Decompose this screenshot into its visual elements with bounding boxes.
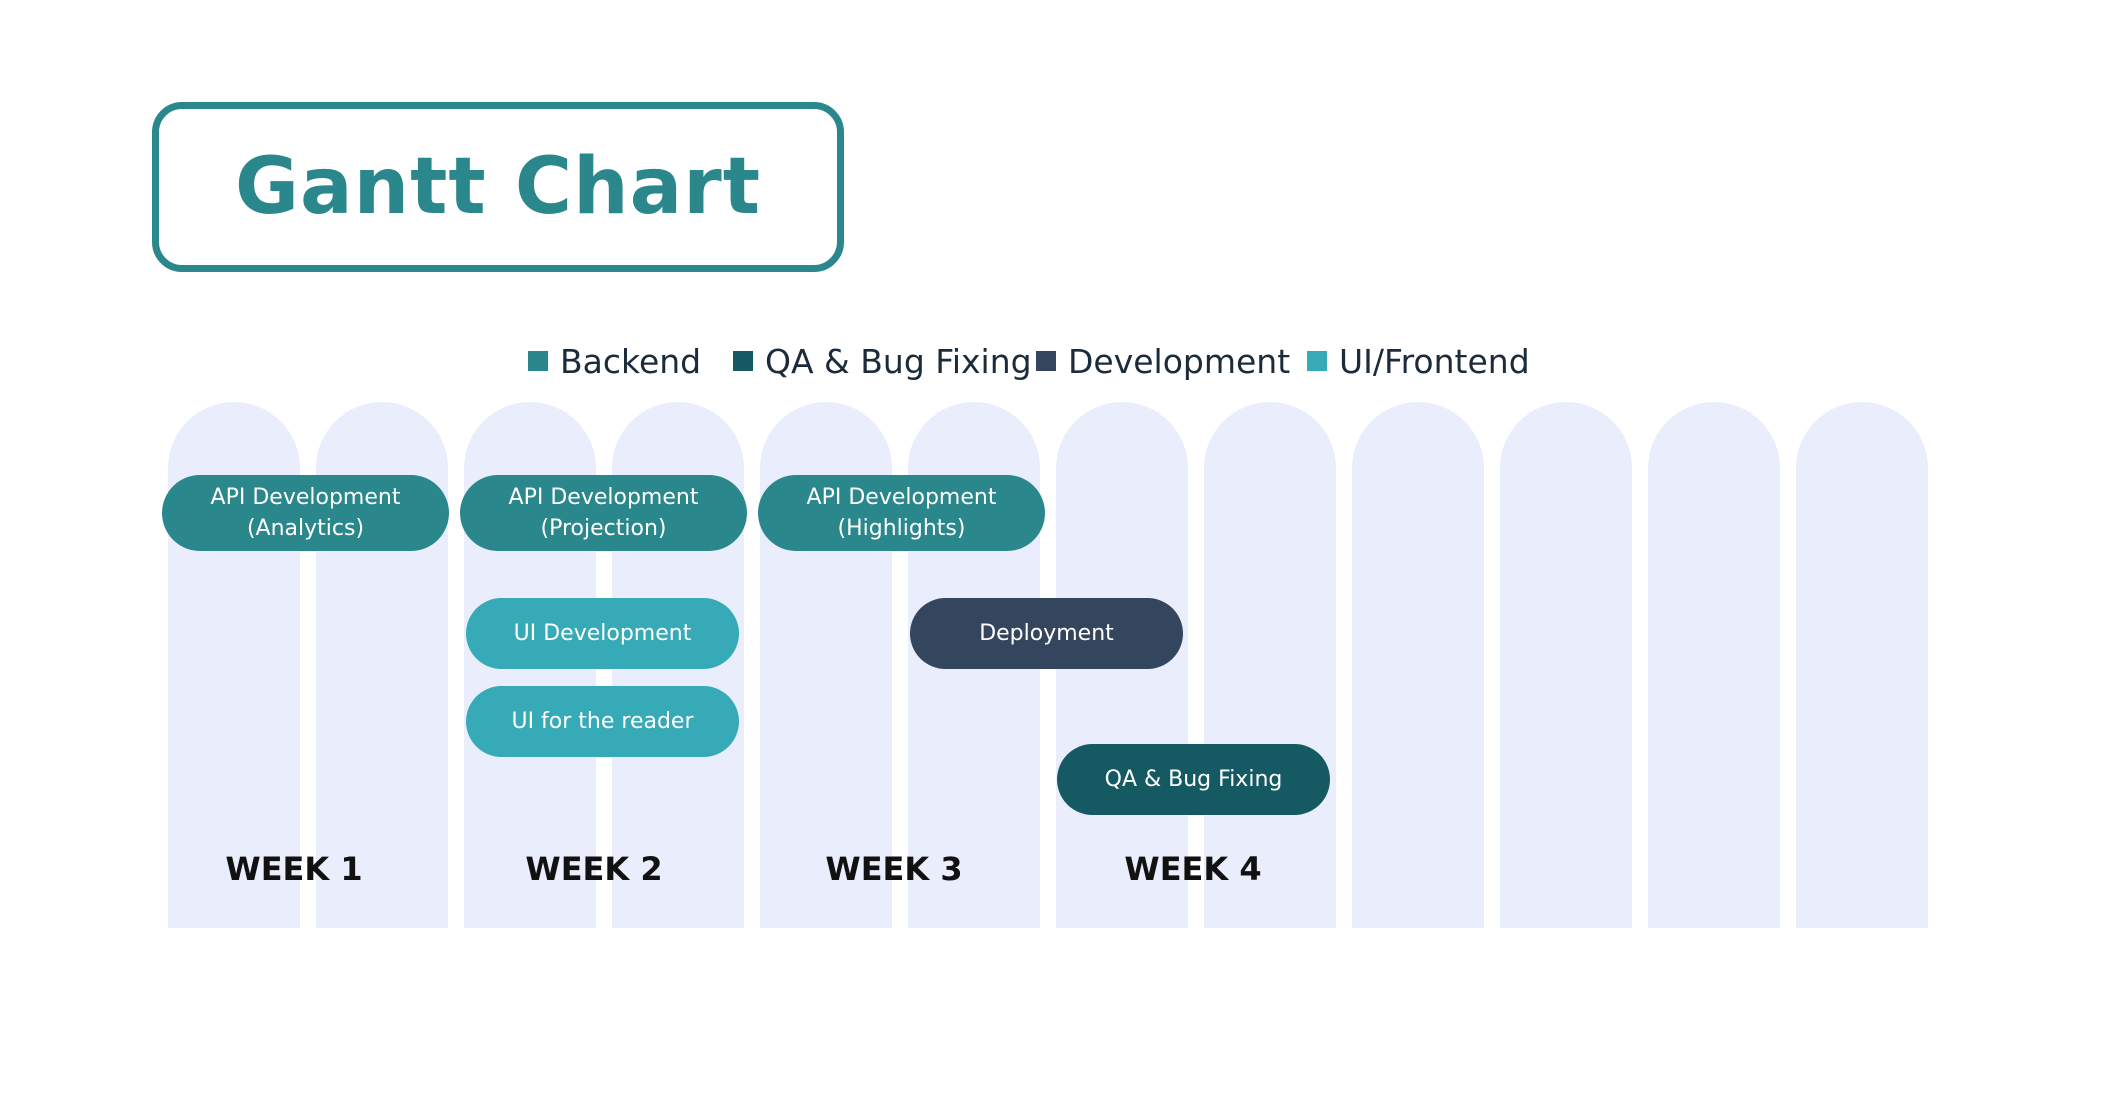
legend-swatch-ui-frontend (1307, 351, 1327, 371)
legend-label-development: Development (1068, 341, 1291, 381)
legend-label-qa: QA & Bug Fixing (765, 341, 1032, 381)
task-bar-api-highlights: API Development (Highlights) (758, 475, 1045, 551)
legend-label-ui-frontend: UI/Frontend (1339, 341, 1530, 381)
task-label: UI for the reader (511, 709, 694, 734)
day-column (1648, 402, 1780, 928)
day-column (1500, 402, 1632, 928)
title-box: Gantt Chart (152, 102, 844, 272)
legend-swatch-development (1036, 351, 1056, 371)
task-bar-api-projection: API Development (Projection) (460, 475, 747, 551)
day-column (1352, 402, 1484, 928)
legend-item-development: Development (1036, 333, 1290, 389)
task-bar-qa-bug-fixing: QA & Bug Fixing (1057, 744, 1330, 815)
week-label-1: WEEK 1 (225, 850, 363, 888)
task-label: API Development (Highlights) (806, 485, 997, 541)
day-column (1204, 402, 1336, 928)
day-column (1796, 402, 1928, 928)
page-title: Gantt Chart (234, 142, 762, 232)
legend-item-qa: QA & Bug Fixing (733, 333, 1032, 389)
week-label-4: WEEK 4 (1124, 850, 1262, 888)
legend-item-ui-frontend: UI/Frontend (1307, 333, 1530, 389)
task-label: UI Development (513, 621, 692, 646)
legend-swatch-backend (528, 351, 548, 371)
task-bar-deployment: Deployment (910, 598, 1183, 669)
legend-label-backend: Backend (560, 341, 702, 381)
task-label: QA & Bug Fixing (1104, 767, 1283, 792)
task-bar-ui-development: UI Development (466, 598, 739, 669)
legend-swatch-qa (733, 351, 753, 371)
task-bar-ui-reader: UI for the reader (466, 686, 739, 757)
task-label: API Development (Analytics) (210, 485, 401, 541)
task-label: Deployment (979, 621, 1114, 646)
week-label-2: WEEK 2 (525, 850, 663, 888)
task-label: API Development (Projection) (508, 485, 699, 541)
week-label-3: WEEK 3 (825, 850, 963, 888)
legend: Backend QA & Bug Fixing Development UI/F… (0, 333, 2120, 389)
task-bar-api-analytics: API Development (Analytics) (162, 475, 449, 551)
legend-item-backend: Backend (528, 333, 701, 389)
